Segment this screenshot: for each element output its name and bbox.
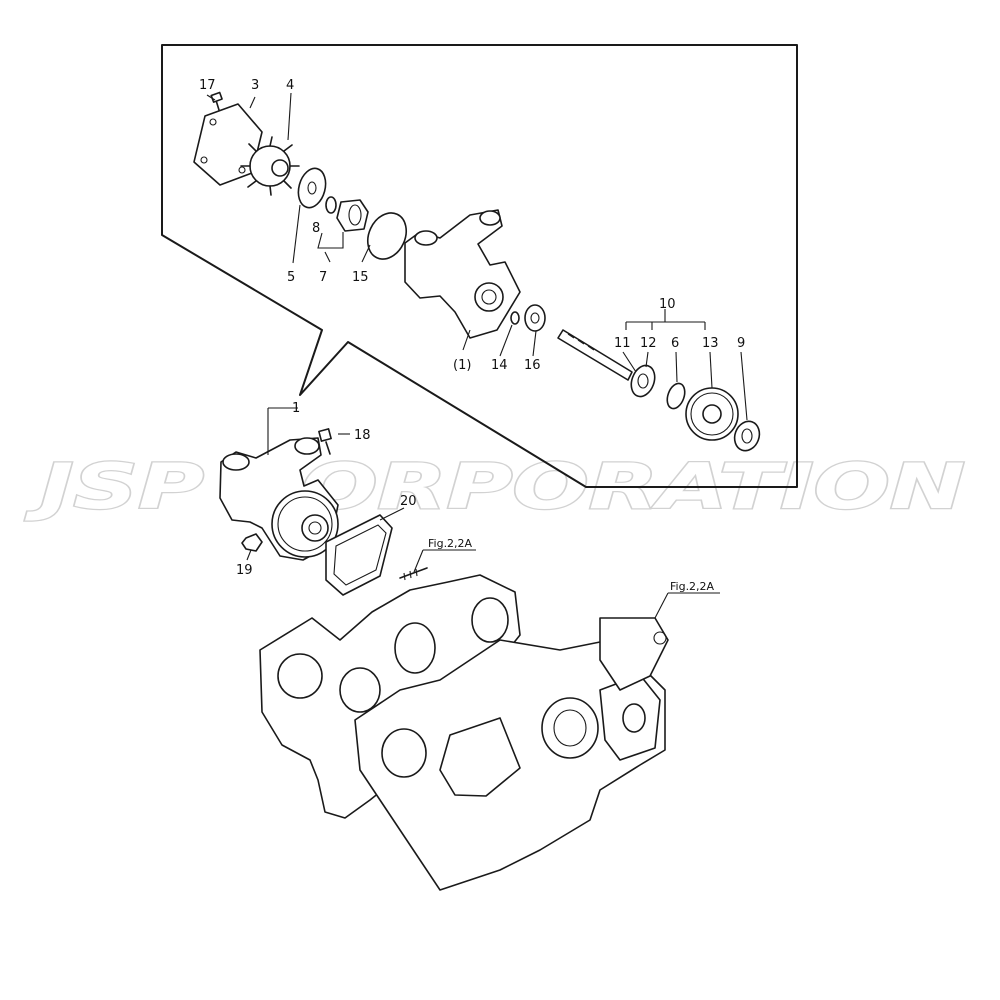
callout-3: 3 — [251, 78, 259, 93]
inset-callouts: 17 3 4 8 5 7 15 10 11 12 6 13 9 (1) 14 1… — [199, 78, 745, 373]
callout-9: 9 — [737, 336, 745, 351]
inset-shaft-seal — [524, 304, 546, 332]
callout-18: 18 — [354, 428, 371, 443]
stud-bolt — [399, 567, 428, 581]
inset-pump-housing — [404, 209, 521, 339]
inset-washer — [297, 167, 327, 209]
callout-4: 4 — [286, 78, 294, 93]
callout-5: 5 — [287, 270, 295, 285]
main-callouts: 1 18 20 19 Fig.2,2A Fig.2,2A — [236, 401, 715, 593]
callout-17: 17 — [199, 78, 216, 93]
main-bolt-18 — [318, 428, 332, 455]
main-nut-19 — [241, 533, 263, 552]
callout-8: 8 — [312, 221, 320, 236]
callout-16: 16 — [524, 358, 541, 373]
figure-reference-a: Fig.2,2A — [428, 537, 473, 550]
callout-13: 13 — [702, 336, 719, 351]
callout-7: 7 — [319, 270, 327, 285]
callout-1: 1 — [292, 401, 300, 416]
callout-12: 12 — [640, 336, 657, 351]
inset-leader-lines — [206, 92, 748, 421]
detail-inset-frame — [161, 44, 798, 488]
inset-gear — [685, 387, 739, 441]
inset-small-o-ring — [325, 196, 337, 214]
watermark-text: JSP CORPORATION — [24, 450, 965, 523]
inset-shaft — [557, 329, 633, 381]
callout-11: 11 — [614, 336, 631, 351]
inset-bearing-b — [733, 420, 761, 452]
callout-15: 15 — [352, 270, 369, 285]
callout-20: 20 — [400, 494, 417, 509]
callout-14: 14 — [491, 358, 508, 373]
inset-seal-assembly — [336, 199, 369, 232]
inset-shaft-o-ring — [510, 311, 520, 325]
callout-1-inset: (1) — [453, 358, 471, 373]
pump-assembly — [219, 437, 339, 561]
inset-large-o-ring — [366, 212, 408, 260]
main-leader-lines — [246, 407, 720, 619]
gear-case-housing — [354, 617, 669, 891]
callout-6: 6 — [671, 336, 679, 351]
inset-bearing-a — [630, 364, 656, 398]
callout-10: 10 — [659, 297, 676, 312]
watermark: JSP CORPORATION — [23, 449, 966, 524]
inset-circlip — [666, 382, 686, 410]
callout-19: 19 — [236, 563, 253, 578]
gasket-20 — [325, 514, 393, 596]
inset-impeller — [240, 136, 300, 196]
figure-reference-b: Fig.2,2A — [670, 580, 715, 593]
inset-bolt — [210, 91, 223, 111]
